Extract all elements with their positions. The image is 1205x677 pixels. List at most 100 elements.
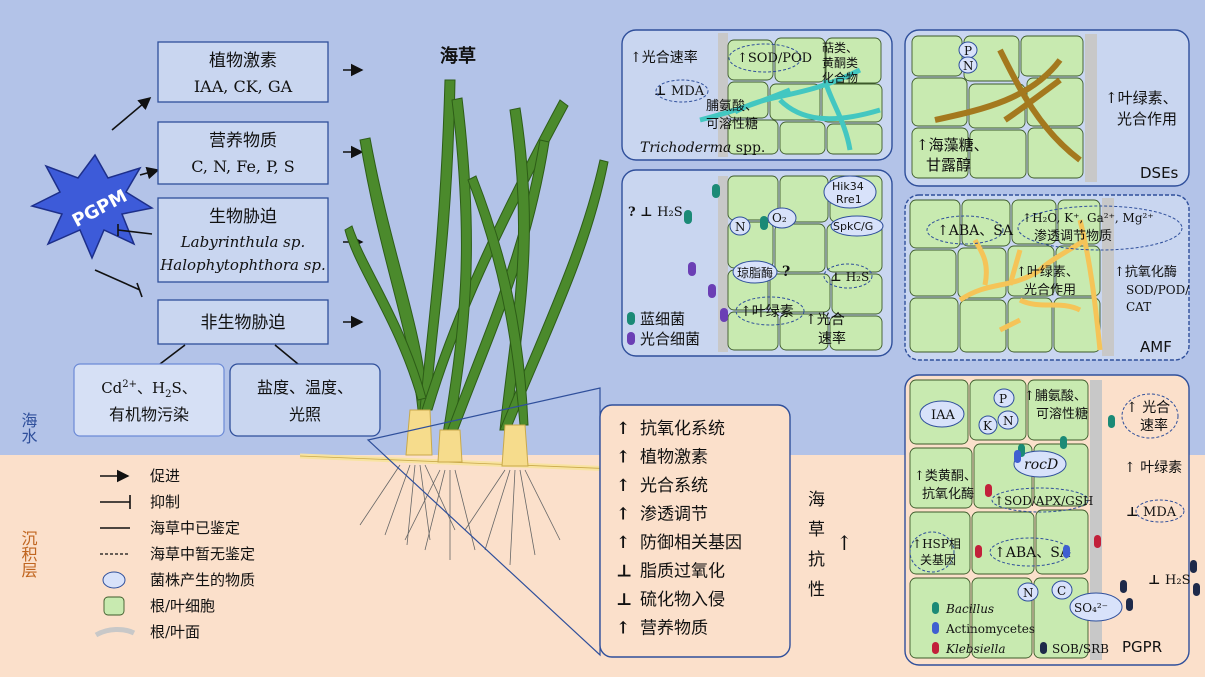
halophytophthora-text: Halophytophthora sp. — [159, 256, 326, 274]
resistance-char-3: 抗 — [808, 550, 825, 570]
pgpr-flav-2: 抗氧化酶 — [922, 486, 974, 502]
legend-surface-icon — [94, 627, 136, 638]
pgpr-n: N — [1003, 414, 1014, 428]
outcome-symbol: ↑ — [616, 419, 630, 439]
amf-panel: ↑ABA、SA ↑H₂O, K⁺, Ga²⁺, Mg²⁺ 渗透调节物质 ↑叶绿素… — [904, 194, 1190, 361]
legend-item: 根/叶面 — [94, 623, 200, 641]
pgpr-proline-1: ↑脯氨酸、 — [1024, 389, 1087, 404]
seagrass-plant — [344, 79, 609, 441]
abiotic-title: 非生物胁迫 — [201, 313, 286, 333]
cyano-q2: ? — [782, 264, 790, 280]
tri-proline: 脯氨酸、 — [706, 99, 758, 114]
nutrient-box: 营养物质 C, N, Fe, P, S — [157, 121, 329, 185]
plant-label: 海草 — [440, 45, 476, 67]
seawater-label: 海水 — [19, 412, 38, 444]
pgpr-actino: Actinomycetes — [945, 622, 1035, 636]
salinity-line2: 光照 — [289, 405, 321, 424]
pgpm-star: PGPM — [29, 153, 155, 260]
legend-label: 根/叶细胞 — [150, 597, 215, 615]
cyano-rre1: Rre1 — [836, 193, 862, 206]
pgpr-k: K — [983, 419, 993, 433]
cyano-o2: O₂ — [772, 211, 787, 225]
pgpr-klebsiella: Klebsiella — [945, 642, 1006, 656]
amf-aba: ↑ABA、SA — [937, 223, 1014, 239]
legend-label: 抑制 — [150, 493, 180, 511]
pgpr-rocd: rocD — [1024, 457, 1058, 473]
pgpr-chl: ↑ 叶绿素 — [1124, 460, 1182, 476]
tri-terpenoid-2: 黄酮类 — [822, 56, 858, 70]
amf-antiox-1: ↑抗氧化酶 — [1114, 264, 1177, 280]
tri-name: Trichoderma spp. — [640, 140, 765, 156]
dse-n: N — [963, 59, 974, 73]
nutrient-title: 营养物质 — [209, 131, 277, 151]
dse-panel: P N ↑叶绿素、 光合作用 ↑海藻糖、 甘露醇 DSEs — [904, 29, 1190, 187]
labyrinthula-text: Labyrinthula sp. — [180, 233, 306, 251]
outcome-label: 植物激素 — [640, 448, 708, 468]
seagrass-resistance: 海 草 抗 性 ↑ — [808, 490, 853, 600]
pgpr-proline-2: 可溶性糖 — [1036, 406, 1088, 422]
tri-terpenoid-1: 萜类、 — [822, 41, 858, 55]
cyano-rate-2: 速率 — [818, 330, 846, 347]
pgpr-iaa: IAA — [931, 408, 956, 423]
legend-ellipse-icon — [102, 571, 126, 589]
pgpr-aba: ↑ABA、SA — [994, 545, 1071, 561]
pgpr-bacillus: Bacillus — [945, 602, 994, 616]
pgpr-n2: N — [1023, 586, 1034, 600]
cyano-h2s-mid: ⊥ H₂S — [830, 270, 869, 284]
outcome-label: 硫化物入侵 — [640, 590, 725, 610]
cyano-rate-1: ↑光合 — [805, 312, 845, 328]
legend-item: 海草中已鉴定 — [100, 519, 240, 537]
legend-inhibit-icon — [100, 495, 131, 509]
tri-photo-rate: ↑光合速率 — [630, 49, 698, 66]
pgpr-hsp-2: 关基因 — [920, 553, 956, 567]
legend-label: 根/叶面 — [150, 623, 200, 641]
resistance-char-4: 性 — [808, 580, 825, 600]
cyano-panel: ? ⊥ H₂S N O₂ Hik34 Rre1 SpkC/G 琼脂酶 ? ⊥ H… — [621, 169, 893, 357]
cyano-h2s-top: ? ⊥ H₂S — [628, 205, 683, 220]
pgpr-name: PGPR — [1122, 638, 1162, 656]
resistance-char-1: 海 — [808, 490, 825, 510]
pgpr-panel: IAA P K N ↑脯氨酸、 可溶性糖 ↑ 光合 速率 rocD ↑类黄酮、 … — [904, 374, 1200, 666]
cyano-label: 蓝细菌 — [640, 310, 685, 328]
pollution-line2: 有机物污染 — [109, 405, 189, 424]
sediment-label: 沉积层 — [19, 530, 38, 578]
dse-chl-1: ↑叶绿素、 — [1105, 89, 1178, 107]
amf-chl-2: 光合作用 — [1024, 283, 1076, 298]
outcome-label: 脂质过氧化 — [640, 562, 725, 582]
tri-mda: ⊥ MDA — [654, 84, 705, 99]
cyano-spkc: SpkC/G — [833, 220, 873, 233]
pgpr-bacteria-dots — [975, 415, 1200, 611]
legend-label: 菌株产生的物质 — [150, 571, 255, 589]
pgpr-p: P — [999, 392, 1007, 406]
trichoderma-panel: ↑光合速率 ⊥ MDA ↑SOD/POD 萜类、 黄酮类 化合物 脯氨酸、 可溶… — [621, 29, 893, 161]
tri-sod-pod: ↑SOD/POD — [737, 51, 812, 66]
legend-item: 海草中暂无鉴定 — [100, 545, 255, 563]
outcome-symbol: ⊥ — [616, 562, 632, 582]
cyano-n: N — [735, 220, 746, 234]
hormone-box: 植物激素 IAA, CK, GA — [157, 41, 329, 103]
outcome-label: 光合系统 — [640, 476, 708, 496]
dse-chl-2: 光合作用 — [1117, 110, 1177, 128]
biotic-box: 生物胁迫 Labyrinthula sp. Halophytophthora s… — [157, 197, 329, 283]
pgpr-flav-1: ↑类黄酮、 — [914, 469, 977, 484]
pgpr-hsp-1: ↑HSP相 — [912, 537, 961, 551]
outcome-label: 渗透调节 — [640, 505, 708, 525]
salinity-box: 盐度、温度、 光照 — [229, 363, 381, 437]
amf-name: AMF — [1140, 338, 1172, 356]
hormone-list: IAA, CK, GA — [194, 77, 293, 96]
legend-label: 海草中暂无鉴定 — [150, 545, 255, 563]
pgpr-rate-2: 速率 — [1140, 417, 1168, 434]
amf-osmo: 渗透调节物质 — [1034, 229, 1112, 244]
outcome-symbol: ↑ — [616, 448, 630, 468]
legend-cell-icon — [103, 596, 125, 616]
outcome-symbol: ↑ — [616, 533, 630, 553]
tri-terpenoid-3: 化合物 — [822, 70, 858, 85]
pgpr-mda: ⊥ MDA — [1126, 505, 1177, 520]
legend-label: 海草中已鉴定 — [150, 519, 240, 537]
photo-bacteria-label: 光合细菌 — [640, 330, 700, 348]
amf-antiox-3: CAT — [1126, 300, 1151, 314]
nutrient-list: C, N, Fe, P, S — [191, 157, 295, 176]
outcome-label: 防御相关基因 — [640, 533, 742, 553]
